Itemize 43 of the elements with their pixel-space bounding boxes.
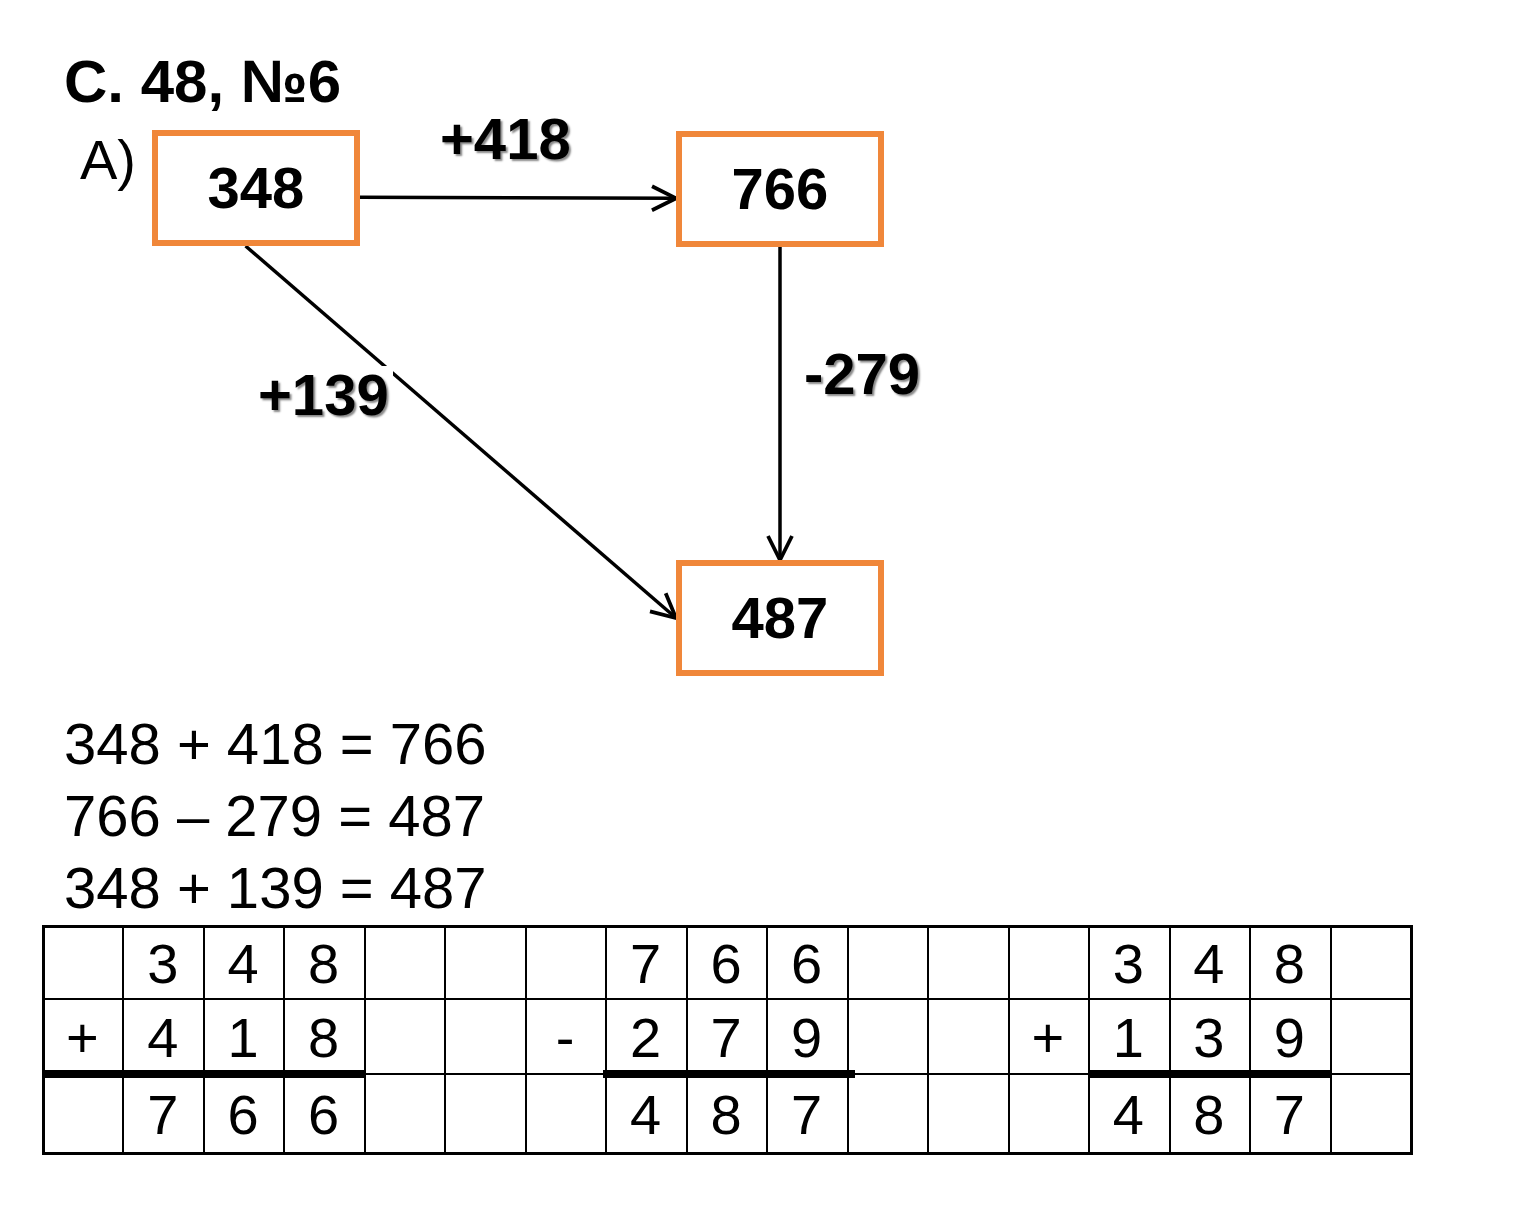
digit-cell-text: 8: [1272, 930, 1306, 997]
digit-cell-text: 4: [146, 1004, 180, 1071]
digit-cell-text: 6: [226, 1082, 260, 1148]
arrow: [360, 184, 678, 213]
digit-cell-text: 8: [1192, 1082, 1226, 1148]
digit-cell-text: 9: [789, 1004, 824, 1071]
digit-cell-text: 1: [1111, 1004, 1145, 1071]
number-box: [152, 130, 360, 246]
number-box: [676, 131, 884, 247]
digit-cell-text: 7: [789, 1082, 824, 1148]
digit-cell-text: 8: [307, 1004, 341, 1071]
number-text: 487: [731, 589, 829, 647]
digit-cell-text: 1: [226, 1004, 260, 1071]
digit-cell-text: 8: [709, 1082, 743, 1148]
number-text: 348: [207, 159, 305, 217]
digit-cell-text: 6: [307, 1082, 341, 1148]
digit-cell-text: 7: [146, 1082, 180, 1148]
digit-cell-text: 7: [709, 1004, 743, 1071]
digit-cell-text: 6: [789, 930, 824, 997]
digit-cell-text: -: [554, 1004, 576, 1071]
digit-cell-text: 3: [1192, 1004, 1226, 1071]
arrow: [766, 247, 794, 562]
digit-cell-text: 4: [226, 930, 260, 997]
digit-cell-text: +: [1030, 1004, 1066, 1071]
digit-cell-text: 4: [1111, 1082, 1145, 1148]
digit-cell-text: 3: [146, 930, 180, 997]
number-text: 766: [731, 160, 829, 218]
number-box: [676, 560, 884, 676]
digit-cell-text: 3: [1111, 930, 1145, 997]
digit-cell-text: 7: [628, 930, 663, 997]
arrow: [244, 244, 678, 620]
digit-cell-text: +: [64, 1004, 100, 1071]
equation: 348 + 418 = 766: [64, 715, 487, 773]
digit-cell-text: 4: [1192, 930, 1226, 997]
digit-cell-text: 2: [628, 1004, 663, 1071]
title: С. 48, №6: [64, 52, 341, 112]
digit-cell-text: 6: [709, 930, 743, 997]
digit-cell-text: 7: [1272, 1082, 1306, 1148]
digit-cell-text: 4: [628, 1082, 663, 1148]
digit-cell-text: 9: [1272, 1004, 1306, 1071]
equation: 348 + 139 = 487: [64, 859, 487, 917]
equation: 766 – 279 = 487: [64, 787, 485, 845]
digit-cell-text: 8: [307, 930, 341, 997]
